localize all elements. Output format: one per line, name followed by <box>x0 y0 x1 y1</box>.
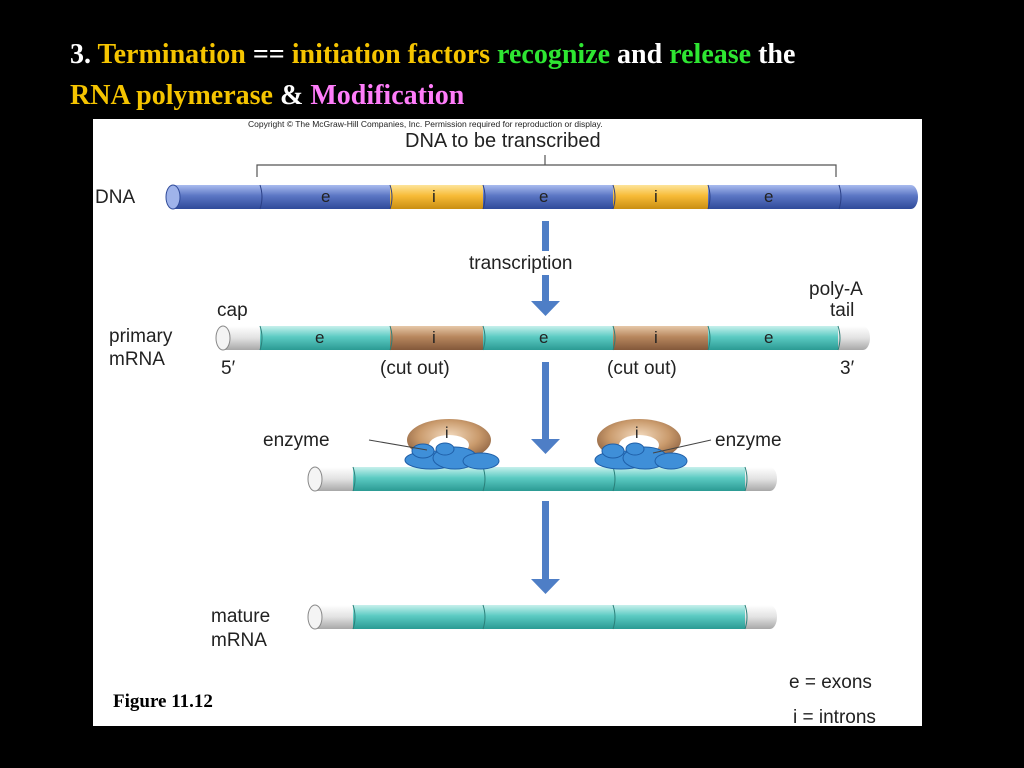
primary-exon-2 <box>483 326 613 350</box>
dna-header-label: DNA to be transcribed <box>405 130 601 152</box>
cut-out-label-2: (cut out) <box>607 358 677 379</box>
primary-mrna-label-line1: primary <box>109 326 173 347</box>
mature-mrna-label-line1: mature <box>211 606 270 627</box>
enzyme-blob-left <box>404 442 500 470</box>
splicing-strand <box>307 466 777 492</box>
dna-end-cap-right <box>904 185 918 209</box>
five-prime-label: 5′ <box>221 358 236 379</box>
primary-exon-3 <box>708 326 838 350</box>
dna-segment-flank-left <box>173 185 260 209</box>
dna-segment-intron-1 <box>390 185 483 209</box>
intron-loop-label-left: i <box>445 425 449 442</box>
enzyme-label-right: enzyme <box>715 430 782 451</box>
primary-intron-label-2: i <box>654 328 658 347</box>
dna-intron-label-1: i <box>432 187 436 206</box>
title-recognize: recognize <box>497 39 611 70</box>
dna-segment-intron-2 <box>613 185 708 209</box>
cut-out-label-1: (cut out) <box>380 358 450 379</box>
enzyme-label-left: enzyme <box>263 430 330 451</box>
slide-title: 3. Termination == initiation factors rec… <box>70 34 1010 116</box>
primary-intron-2 <box>613 326 708 350</box>
splicing-diagram: Copyright © The McGraw-Hill Companies, I… <box>95 119 918 726</box>
dna-segment-exon-1 <box>260 185 390 209</box>
cap-label: cap <box>217 300 248 321</box>
splicing-arrow <box>531 362 560 454</box>
title-modification: Modification <box>310 80 465 111</box>
copyright-text: Copyright © The McGraw-Hill Companies, I… <box>248 119 603 129</box>
mature-mrna-strand <box>307 604 777 630</box>
title-rna-polymerase: RNA polymerase <box>70 80 273 111</box>
dna-exon-label-2: e <box>539 187 548 206</box>
enzyme-pointer-left <box>368 439 428 451</box>
dna-exon-label-3: e <box>764 187 773 206</box>
dna-segment-exon-2 <box>483 185 613 209</box>
dna-segment-flank-right <box>839 185 911 209</box>
title-release: release <box>669 39 752 70</box>
primary-exon-label-3: e <box>764 328 773 347</box>
dna-strand: e i e i e <box>165 184 918 210</box>
title-ampersand: & <box>279 80 304 111</box>
primary-exon-label-1: e <box>315 328 324 347</box>
title-equals: == <box>252 39 285 70</box>
dna-exon-label-1: e <box>321 187 330 206</box>
transcription-label: transcription <box>469 253 573 274</box>
primary-intron-label-1: i <box>432 328 436 347</box>
dna-segment-exon-3 <box>708 185 839 209</box>
enzyme-pointer-right <box>652 439 712 454</box>
figure-label: Figure 11.12 <box>113 691 213 712</box>
title-termination: Termination <box>97 39 246 70</box>
maturation-arrow <box>531 501 560 594</box>
mature-mrna-label-line2: mRNA <box>211 630 267 651</box>
dna-header-bracket <box>256 155 837 177</box>
polya-label-line1: poly-A <box>809 279 863 300</box>
dna-label: DNA <box>95 187 135 208</box>
legend-exons: e = exons <box>789 672 872 693</box>
primary-cap-end <box>215 325 231 351</box>
splicing-figure: Copyright © The McGraw-Hill Companies, I… <box>93 119 922 726</box>
legend-introns: i = introns <box>793 707 876 726</box>
intron-loop-label-right: i <box>635 425 639 442</box>
three-prime-label: 3′ <box>840 358 855 379</box>
primary-mrna-strand: e i e i e <box>215 325 870 351</box>
title-the: the <box>758 39 796 70</box>
title-and: and <box>617 39 663 70</box>
title-initiation-factors: initiation factors <box>291 39 491 70</box>
primary-intron-1 <box>390 326 483 350</box>
primary-exon-1 <box>260 326 390 350</box>
transcription-arrow <box>531 221 560 316</box>
polya-label-line2: tail <box>830 300 854 321</box>
dna-end-cap-left <box>165 184 181 210</box>
primary-polya-end <box>856 326 870 350</box>
primary-mrna-label-line2: mRNA <box>109 349 165 370</box>
primary-exon-label-2: e <box>539 328 548 347</box>
title-number: 3. <box>70 39 91 70</box>
dna-intron-label-2: i <box>654 187 658 206</box>
